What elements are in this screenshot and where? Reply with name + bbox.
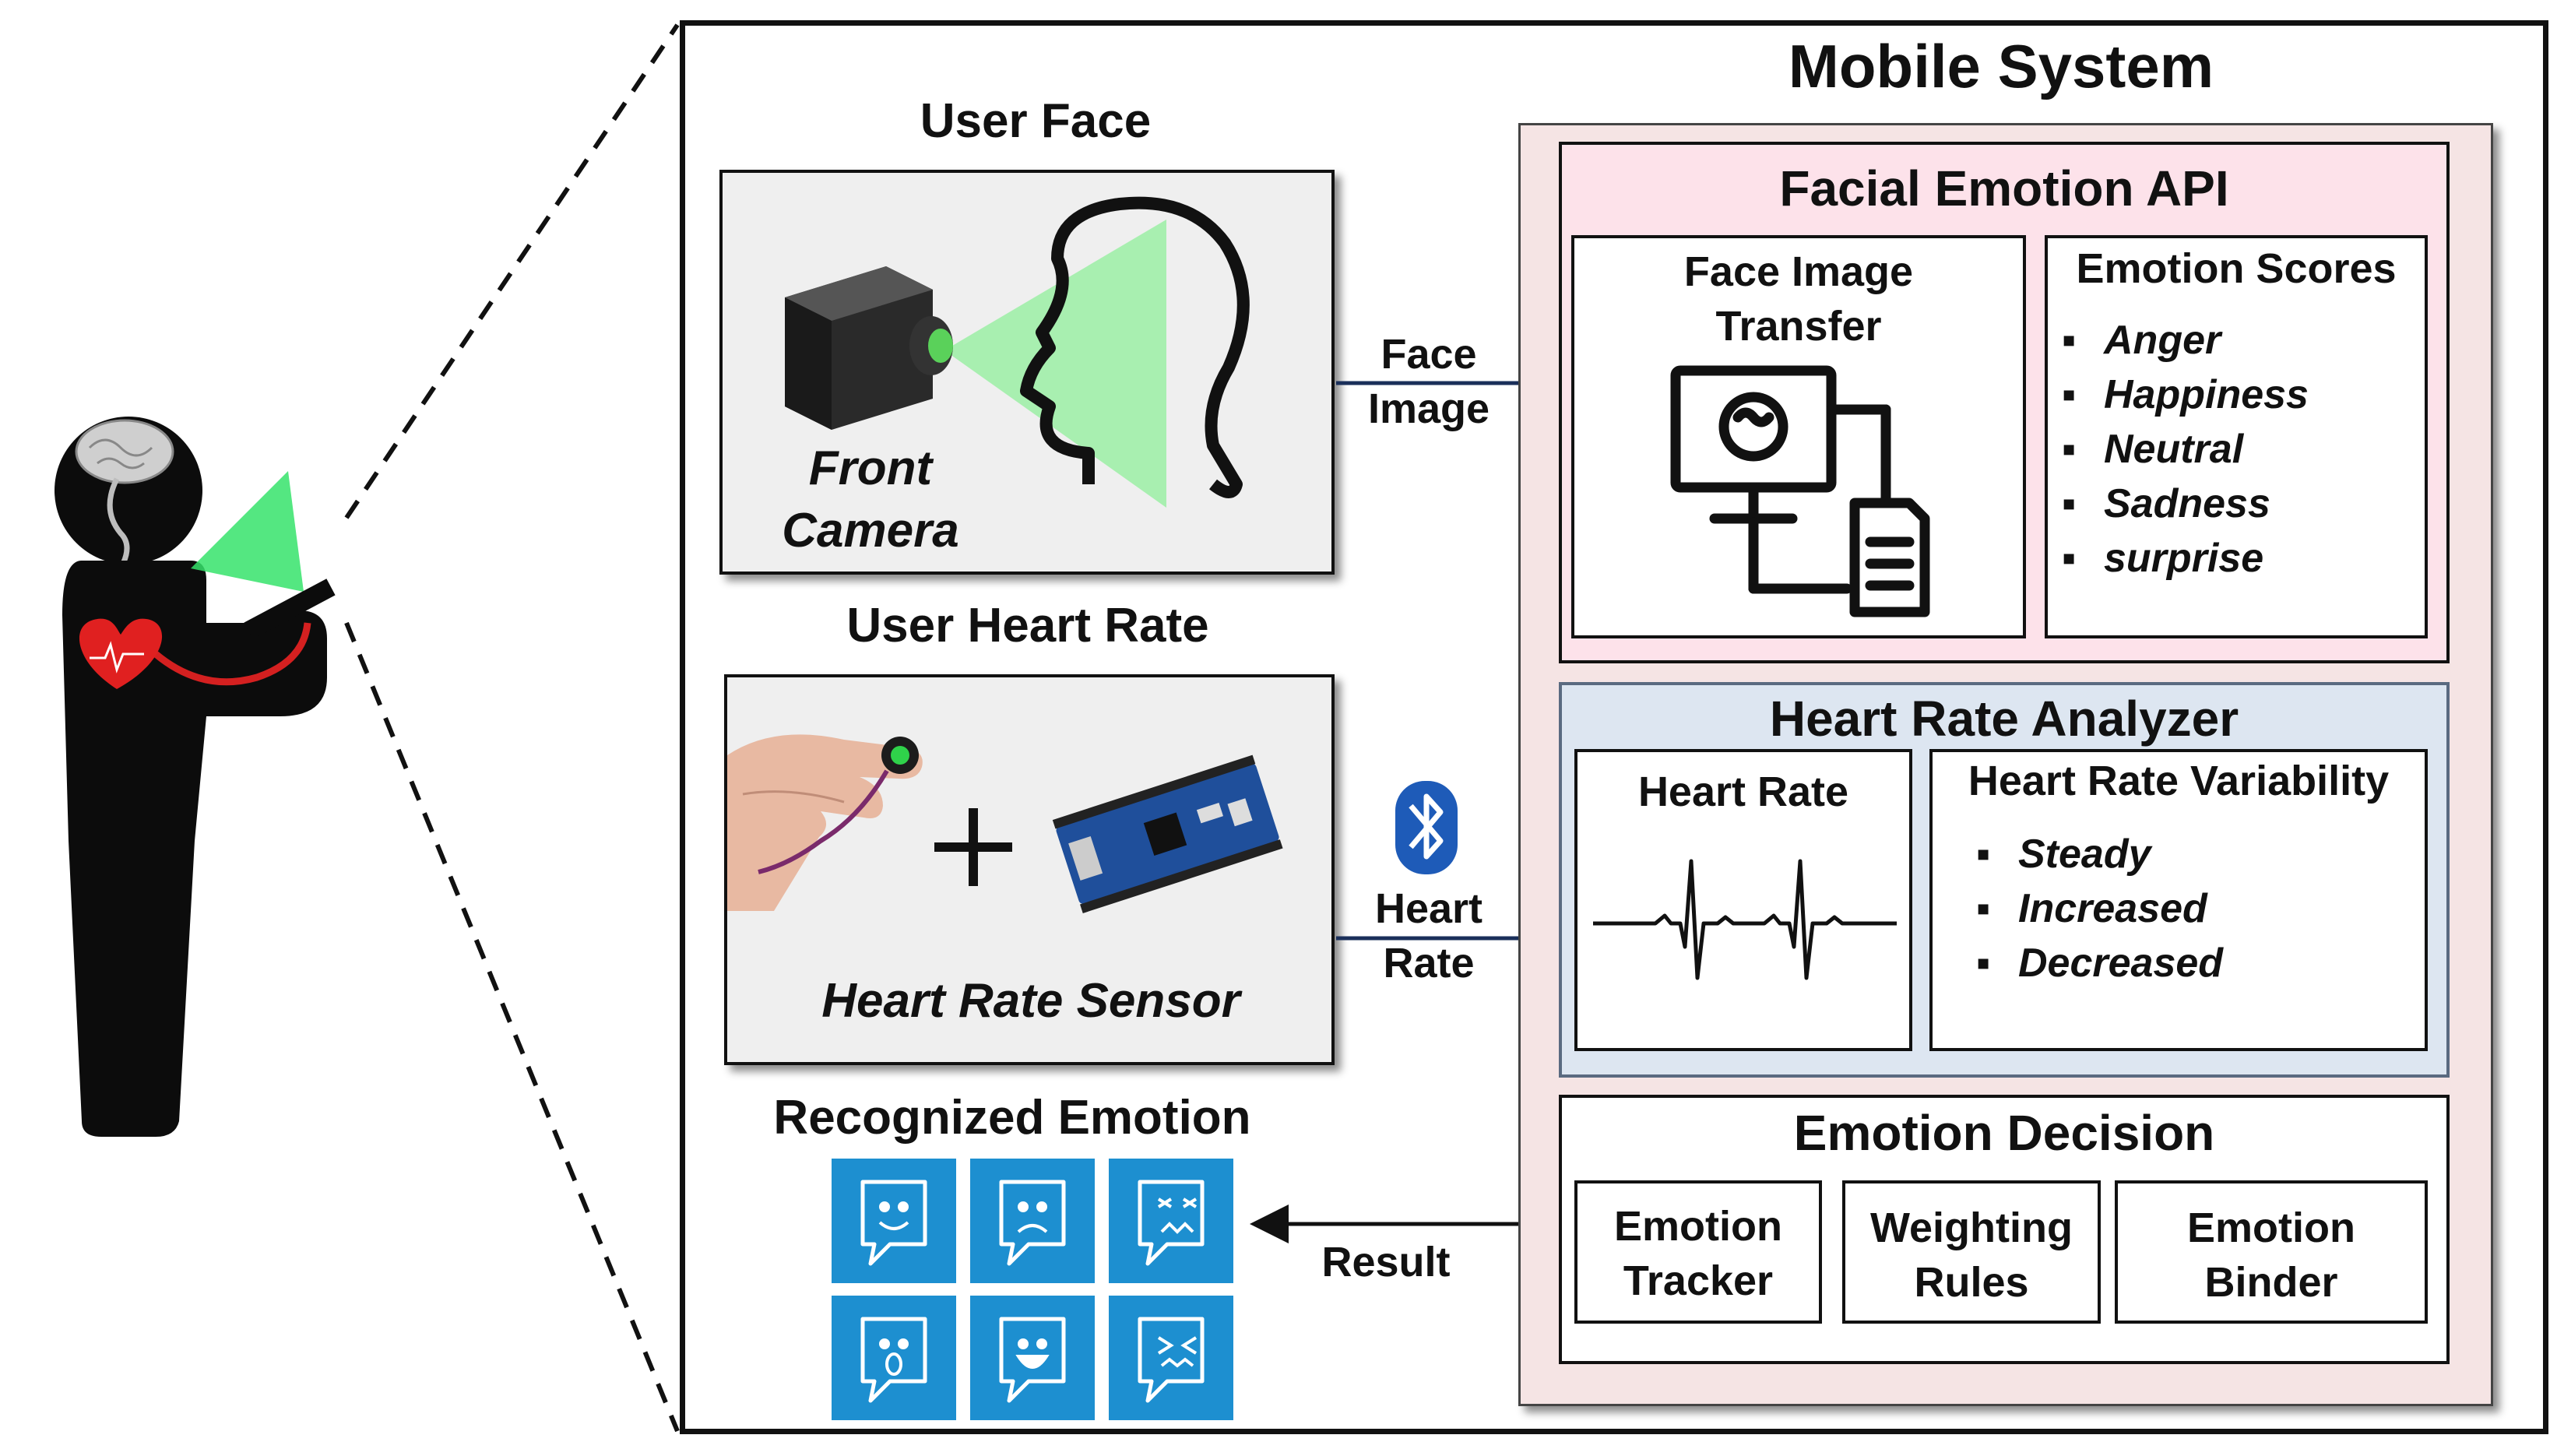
emotion-binder-line2: Binder <box>2204 1259 2338 1306</box>
heart-rate-arrow-label: Heart Rate <box>1355 881 1503 990</box>
emotion-decision-title: Emotion Decision <box>1793 1105 2215 1161</box>
user-face-title: User Face <box>920 94 1152 148</box>
face-image-transfer-box: Face Image Transfer <box>1571 235 2026 638</box>
laughing-face-icon <box>999 1317 1066 1403</box>
emotion-tracker-line2: Tracker <box>1623 1257 1774 1304</box>
heart-rate-analyzer-title: Heart Rate Analyzer <box>1769 691 2239 747</box>
emotion-scores-title: Emotion Scores <box>2076 245 2397 292</box>
face-image-transfer-label: Face Image Transfer <box>1574 244 2023 353</box>
variability-item: Increased <box>1976 881 2223 936</box>
head-outline-icon <box>1020 196 1250 498</box>
emotion-binder-box: Emotion Binder <box>2115 1180 2428 1324</box>
emotion-tracker-box: Emotion Tracker <box>1574 1180 1822 1324</box>
user-heart-rate-title: User Heart Rate <box>846 599 1209 652</box>
emotion-binder-label: Emotion Binder <box>2118 1201 2425 1310</box>
heart-rate-box: Heart Rate <box>1574 749 1912 1051</box>
face-image-label-line2: Image <box>1367 385 1490 432</box>
camera-icon <box>785 266 953 430</box>
weighting-rules-box: Weighting Rules <box>1842 1180 2101 1324</box>
camera-and-head-illustration <box>785 196 1250 508</box>
variability-item: Decreased <box>1976 936 2223 990</box>
result-label: Result <box>1321 1239 1451 1285</box>
emotion-tile-2 <box>970 1159 1095 1283</box>
user-heart-rate-panel: Heart Rate Sensor <box>724 674 1335 1065</box>
emotion-tile-6 <box>1109 1296 1233 1420</box>
front-camera-label-line1: Front <box>808 441 933 495</box>
angry-face-icon <box>1138 1180 1205 1266</box>
face-image-label: Face Image <box>1355 327 1503 436</box>
front-camera-label: Front Camera <box>754 438 987 562</box>
camera-view-beam <box>944 220 1166 508</box>
emotion-score-label: Happiness <box>2104 372 2309 417</box>
mobile-system-title: Mobile System <box>1788 32 2214 100</box>
mobile-system-frame <box>680 20 2548 1434</box>
weighting-rules-line1: Weighting <box>1870 1205 2073 1251</box>
variability-label: Increased <box>2018 886 2207 931</box>
emotion-score-item: Neutral <box>2062 422 2309 477</box>
emotion-score-label: surprise <box>2104 536 2264 581</box>
weighting-rules-label: Weighting Rules <box>1845 1201 2098 1310</box>
emotion-score-item: Anger <box>2062 313 2309 368</box>
heart-rate-arrow-label-line1: Heart <box>1374 885 1483 932</box>
emotion-score-item: Happiness <box>2062 368 2309 422</box>
disgusted-face-icon <box>1138 1317 1205 1403</box>
emotion-tracker-label: Emotion Tracker <box>1577 1199 1819 1308</box>
variability-label: Decreased <box>2018 941 2224 986</box>
zoom-line-bottom <box>344 621 680 1433</box>
heart-rate-variability-list: Steady Increased Decreased <box>1976 827 2223 990</box>
person-body <box>62 561 327 1137</box>
heart-rate-sensor-illustration <box>727 734 1283 913</box>
monitor-documents-icon <box>1670 365 1930 617</box>
emotion-tile-grid <box>832 1159 1233 1420</box>
emotion-tile-3 <box>1109 1159 1233 1283</box>
emotion-scores-list: Anger Happiness Neutral Sadness surprise <box>2062 313 2309 586</box>
sensor-cable <box>153 622 311 686</box>
camera-beam <box>191 471 304 592</box>
ecg-waveform-icon <box>1593 859 1897 980</box>
zoom-line-top <box>344 23 680 519</box>
variability-item: Steady <box>1976 827 2223 881</box>
face-image-transfer-line2: Transfer <box>1715 303 1882 350</box>
emotion-tile-1 <box>832 1159 956 1283</box>
heart-rate-variability-box: Heart Rate Variability Steady Increased … <box>1929 749 2428 1051</box>
heart-rate-variability-title: Heart Rate Variability <box>1968 758 2390 804</box>
emotion-binder-line1: Emotion <box>2187 1205 2355 1251</box>
smile-face-icon <box>860 1180 927 1266</box>
emotion-score-label: Anger <box>2104 318 2221 363</box>
heart-icon <box>79 618 163 689</box>
emotion-tracker-line1: Emotion <box>1614 1203 1782 1250</box>
microcontroller-board-icon <box>1052 754 1283 913</box>
emotion-score-item: Sadness <box>2062 477 2309 531</box>
front-camera-label-line2: Camera <box>782 504 959 557</box>
surprised-face-icon <box>860 1317 927 1403</box>
hand-with-sensor-icon <box>727 734 923 911</box>
heart-rate-sensor-label: Heart Rate Sensor <box>821 974 1240 1028</box>
phone-device <box>244 579 336 639</box>
variability-label: Steady <box>2018 832 2151 877</box>
brain-icon <box>75 419 174 484</box>
emotion-score-label: Neutral <box>2104 427 2244 472</box>
weighting-rules-line2: Rules <box>1914 1259 2029 1306</box>
face-image-transfer-line1: Face Image <box>1683 248 1914 295</box>
heart-rate-box-label: Heart Rate <box>1637 768 1849 815</box>
bluetooth-icon <box>1395 781 1458 874</box>
facial-emotion-api-title: Facial Emotion API <box>1779 160 2229 216</box>
emotion-scores-box: Emotion Scores Anger Happiness Neutral S… <box>2045 235 2428 638</box>
emotion-tile-4 <box>832 1296 956 1420</box>
heart-pulse-line <box>90 641 144 673</box>
emotion-score-item: surprise <box>2062 531 2309 586</box>
recognized-emotion-title: Recognized Emotion <box>773 1091 1251 1145</box>
heart-rate-arrow-label-line2: Rate <box>1383 940 1475 986</box>
sad-face-icon <box>999 1180 1066 1266</box>
emotion-score-label: Sadness <box>2104 481 2270 526</box>
person-figure <box>55 23 680 1433</box>
plus-icon <box>934 808 1012 886</box>
user-face-panel: Front Camera <box>719 170 1335 575</box>
face-image-label-line1: Face <box>1380 331 1477 378</box>
